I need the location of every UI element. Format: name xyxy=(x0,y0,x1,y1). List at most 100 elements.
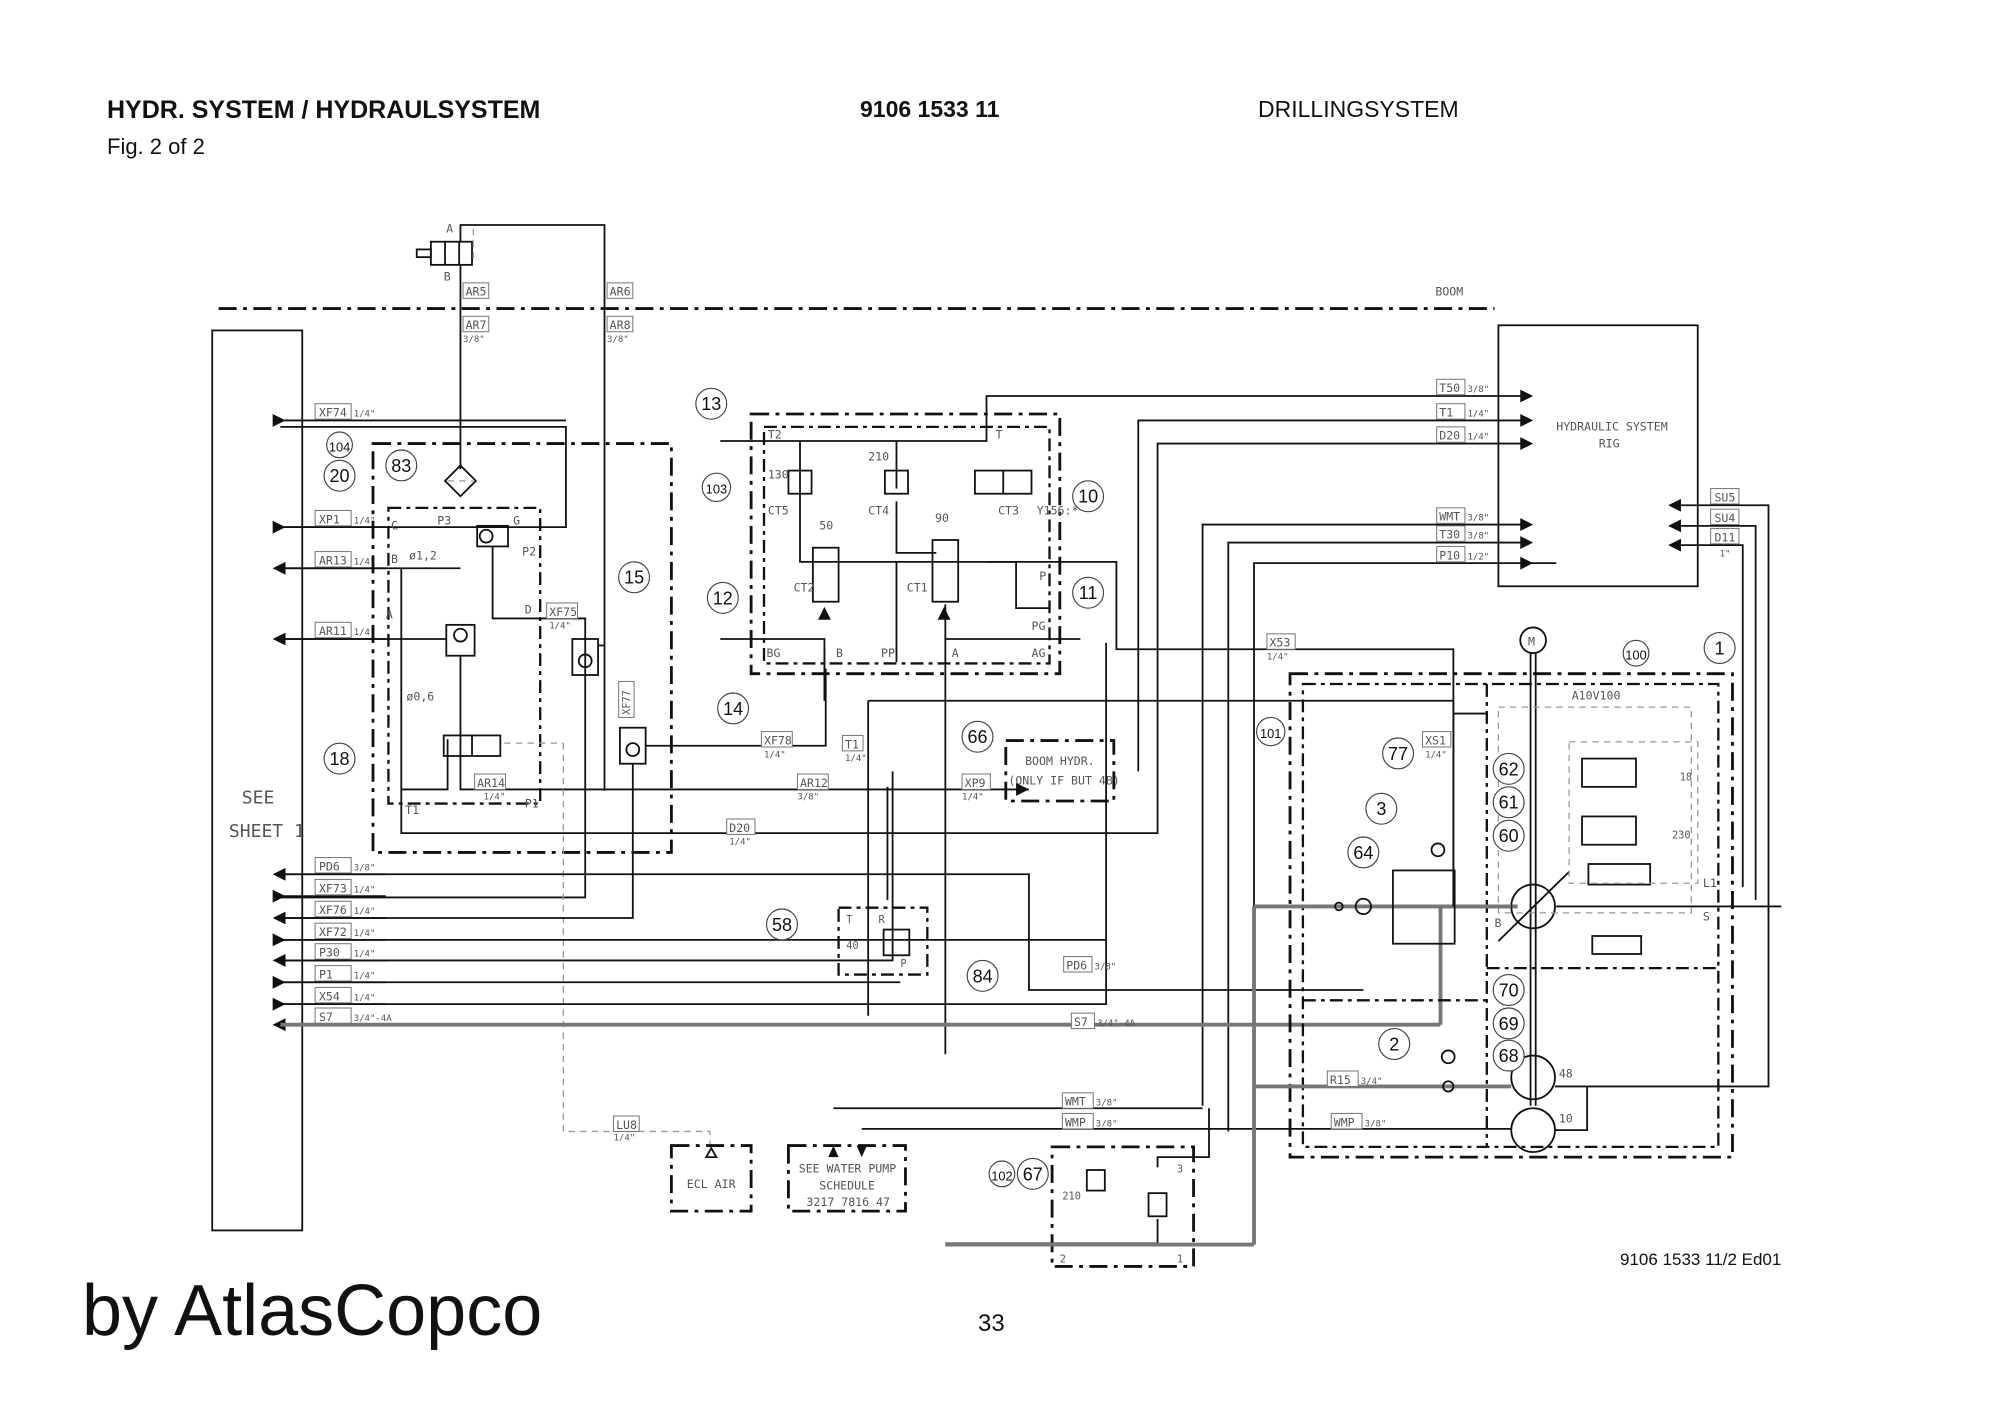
svg-text:2: 2 xyxy=(1389,1034,1399,1054)
svg-text:XF72: XF72 xyxy=(319,925,347,939)
svg-text:70: 70 xyxy=(1499,980,1519,1000)
svg-text:XF74: XF74 xyxy=(319,406,347,420)
svg-text:1/2": 1/2" xyxy=(1468,552,1490,562)
pump-48-label: 48 xyxy=(1559,1066,1573,1080)
callout-61: 61 xyxy=(1492,786,1525,819)
port-2-label: 2 xyxy=(1060,1254,1066,1266)
drawing-reference: 9106 1533 11/2 Ed01 xyxy=(1620,1250,1782,1269)
svg-text:1/4": 1/4" xyxy=(764,750,786,760)
svg-text:1/4": 1/4" xyxy=(1468,433,1490,443)
top-shuttle-valve: A B xyxy=(415,222,473,283)
port-pg-label: PG xyxy=(1032,619,1046,633)
svg-text:AR5: AR5 xyxy=(466,285,487,299)
svg-text:PD6: PD6 xyxy=(1066,958,1087,972)
svg-text:1/4": 1/4" xyxy=(962,793,984,803)
callout-102: 102 xyxy=(988,1160,1016,1188)
check-valve-15 xyxy=(571,638,599,676)
svg-text:LU8: LU8 xyxy=(616,1118,637,1132)
svg-text:1/4": 1/4" xyxy=(354,628,376,638)
svg-text:3/4"-4A: 3/4"-4A xyxy=(354,1014,393,1024)
boom-hydr-note: (ONLY IF BUT 4B) xyxy=(1008,773,1119,787)
svg-text:AR12: AR12 xyxy=(800,776,828,790)
svg-text:1/4": 1/4" xyxy=(614,1133,636,1143)
block-102-boundary xyxy=(1050,1145,1195,1268)
relief-valve-84 xyxy=(882,928,911,957)
motor-label: M xyxy=(1528,634,1535,648)
block-103-boundary xyxy=(749,412,1062,676)
rig-port-p10: P10 1/2" xyxy=(1436,545,1534,570)
port-t-label: T xyxy=(995,427,1002,441)
port-b-label: B xyxy=(444,269,451,283)
cartridge-id-ct5: CT5 xyxy=(768,503,789,517)
left-port-s7: S7 3/4"-4A xyxy=(272,1007,393,1032)
rig-port-d20: D20 1/4" xyxy=(1436,426,1534,450)
svg-text:3/8": 3/8" xyxy=(1468,532,1490,542)
svg-text:D20: D20 xyxy=(729,821,750,835)
svg-text:AR13: AR13 xyxy=(319,553,347,567)
left-port-xf74: XF74 1/4" xyxy=(272,403,566,427)
callout-64: 64 xyxy=(1347,836,1380,869)
line-tag-d20: D20 1/4" xyxy=(726,818,756,848)
block-1-boundary xyxy=(1301,682,1720,1149)
port-p-label: P xyxy=(900,958,906,970)
svg-text:12: 12 xyxy=(713,588,733,608)
rig-hydraulic-box xyxy=(1497,324,1699,588)
filter-83-symbol xyxy=(443,464,478,498)
cartridge-id-ct4: CT4 xyxy=(868,503,889,517)
relief-valve-67b xyxy=(1147,1192,1168,1218)
callout-10: 10 xyxy=(1072,480,1105,513)
svg-text:60: 60 xyxy=(1499,826,1519,846)
test-point-2 xyxy=(1440,1049,1456,1065)
svg-text:1/4": 1/4" xyxy=(354,993,376,1003)
svg-text:1/4": 1/4" xyxy=(729,838,751,848)
svg-text:3/8": 3/8" xyxy=(354,863,376,873)
svg-text:D20: D20 xyxy=(1439,429,1460,443)
callout-69: 69 xyxy=(1492,1007,1525,1040)
document-number: 9106 1533 11 xyxy=(860,96,1000,122)
svg-text:68: 68 xyxy=(1499,1046,1519,1066)
figure-number: Fig. 2 of 2 xyxy=(107,134,205,159)
svg-text:18: 18 xyxy=(330,749,350,769)
callout-67: 67 xyxy=(1016,1157,1049,1190)
svg-text:1/4": 1/4" xyxy=(354,885,376,895)
svg-text:1/4": 1/4" xyxy=(354,907,376,917)
svg-text:AR7: AR7 xyxy=(466,318,487,332)
see-sheet-label-1: SEE xyxy=(242,788,275,809)
water-pump-label: SEE WATER PUMP xyxy=(799,1162,897,1176)
ecl-air-box xyxy=(669,1144,753,1213)
brand-caption: by AtlasCopco xyxy=(82,1271,543,1351)
svg-text:WMT: WMT xyxy=(1065,1095,1086,1109)
callout-14: 14 xyxy=(717,692,750,725)
svg-text:1/4": 1/4" xyxy=(354,950,376,960)
svg-text:XS1: XS1 xyxy=(1425,733,1446,747)
cartridge-setting-ct5: 130 xyxy=(768,467,789,481)
svg-text:83: 83 xyxy=(391,456,411,476)
cartridge-ct4 xyxy=(883,469,909,495)
svg-text:P10: P10 xyxy=(1439,548,1460,562)
svg-text:S7: S7 xyxy=(319,1010,333,1024)
valve67-setting: 210 xyxy=(1062,1191,1081,1203)
port-d-label: D xyxy=(525,602,532,616)
pump-10-symbol xyxy=(1510,1107,1556,1153)
port-1-label: 1 xyxy=(1177,1254,1183,1266)
svg-text:T50: T50 xyxy=(1439,381,1460,395)
cartridge-ct2 xyxy=(811,546,840,603)
rig-box-subtitle: RIG xyxy=(1599,436,1620,450)
callout-104: 104 xyxy=(326,431,353,459)
callout-83: 83 xyxy=(385,449,418,482)
svg-text:1/4": 1/4" xyxy=(354,410,376,420)
